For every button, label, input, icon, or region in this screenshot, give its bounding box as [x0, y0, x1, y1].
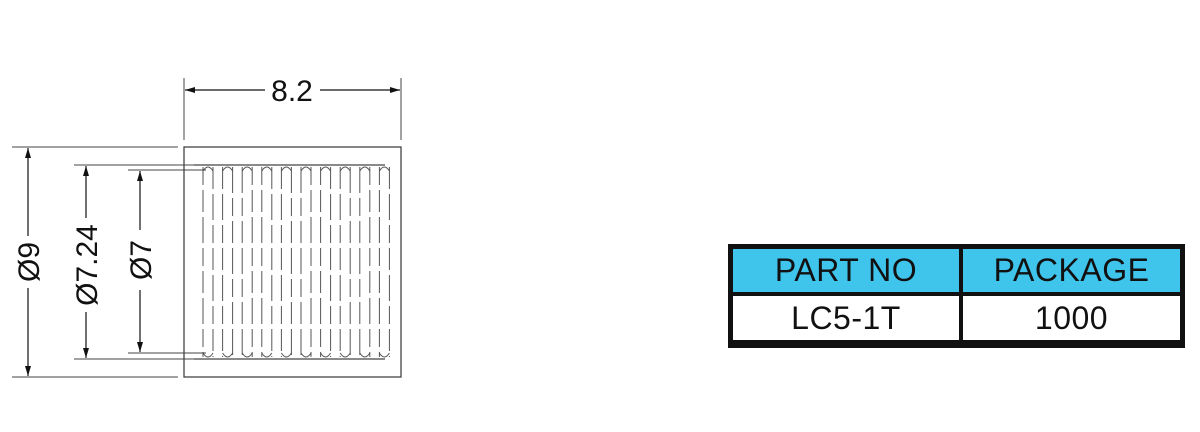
- knurl-rib-cap: [222, 352, 234, 358]
- sleeve-body: [183, 146, 402, 378]
- knurl-rib-cap: [280, 352, 292, 358]
- knurl-rib-cap: [222, 166, 234, 172]
- knurl-rib-cap: [320, 352, 332, 358]
- knurl-rib-cap: [320, 166, 332, 172]
- knurl-rib-cap: [241, 352, 253, 358]
- inner-diameter-label: Ø7: [125, 240, 158, 280]
- knurl-rib-cap: [300, 352, 312, 358]
- knurl-diameter-label: Ø7.24: [71, 224, 104, 306]
- spec-table: PART NO PACKAGE LC5-1T 1000: [728, 244, 1185, 348]
- table-cell-part-no: LC5-1T: [733, 296, 959, 340]
- table-cell-package: 1000: [963, 296, 1180, 340]
- knurl-rib-cap: [378, 166, 390, 172]
- knurl-rib-cap: [339, 352, 351, 358]
- knurl-rib-cap: [202, 352, 214, 358]
- knurl-rib-cap: [378, 352, 390, 358]
- knurl-rib-cap: [300, 166, 312, 172]
- knurl-rib-cap: [339, 166, 351, 172]
- knurl-rib-cap: [359, 352, 371, 358]
- part-outline: [183, 146, 402, 378]
- outer-diameter-label: Ø9: [13, 242, 46, 282]
- length-dimension-label: 8.2: [271, 75, 313, 108]
- knurl-rib-cap: [261, 166, 273, 172]
- knurl-ribs: [202, 166, 390, 358]
- dimension-lines: [25, 87, 400, 376]
- extension-lines: [12, 78, 402, 378]
- knurl-rib-cap: [359, 166, 371, 172]
- knurl-rib-cap: [280, 166, 292, 172]
- knurl-rib-cap: [261, 352, 273, 358]
- knurl-rib-cap: [241, 166, 253, 172]
- table-header-part-no: PART NO: [733, 249, 959, 292]
- table-header-package: PACKAGE: [963, 249, 1180, 292]
